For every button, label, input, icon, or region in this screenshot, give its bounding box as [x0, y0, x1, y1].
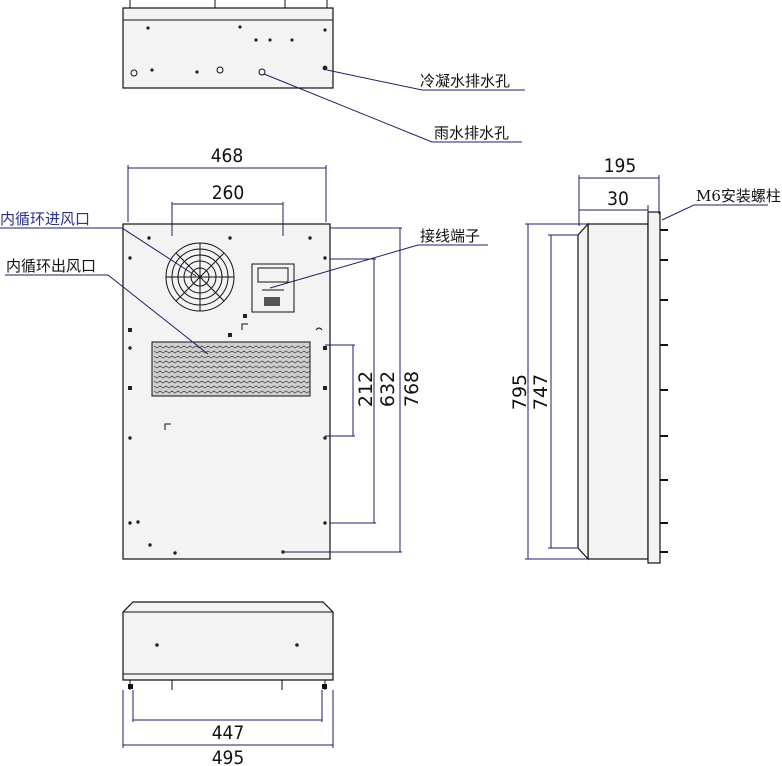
- dim-30: 30: [579, 188, 649, 214]
- callout-mount-stud: M6安装螺柱: [661, 187, 781, 221]
- dim-468-text: 468: [211, 145, 244, 167]
- rain-drain-label: 雨水排水孔: [434, 124, 509, 142]
- dim-632-text: 632: [377, 371, 399, 407]
- dim-195-text: 195: [604, 155, 637, 177]
- mount-stud-label: M6安装螺柱: [696, 187, 781, 205]
- bottom-view: [122, 601, 334, 690]
- terminal-label: 接线端子: [420, 227, 480, 245]
- rain-hole: [258, 68, 266, 76]
- dim-495: 495: [122, 690, 334, 766]
- dim-447-text: 447: [212, 722, 245, 744]
- dim-795-text: 795: [509, 374, 531, 410]
- terminal-box: [251, 263, 295, 313]
- callout-internal-outlet: 内循环出风口: [5, 257, 209, 355]
- dim-495-text: 495: [212, 747, 245, 766]
- top-view: [122, 0, 334, 89]
- dim-212-text: 212: [355, 371, 377, 407]
- dim-heights-front: 212 632 768: [283, 227, 423, 553]
- callout-terminal: 接线端子: [269, 227, 488, 289]
- callout-condensate-drain: 冷凝水排水孔: [326, 69, 525, 91]
- callout-internal-inlet: 内循环进风口: [0, 210, 197, 277]
- internal-outlet-label: 内循环出风口: [6, 257, 96, 275]
- side-view-body: [587, 223, 649, 560]
- side-view: [577, 211, 668, 564]
- dim-30-text: 30: [607, 188, 629, 210]
- top-view-body: [122, 7, 334, 89]
- condensate-hole: [322, 65, 328, 71]
- dim-260: 260: [171, 182, 284, 236]
- dim-747-text: 747: [530, 374, 552, 410]
- dim-260-text: 260: [212, 182, 245, 204]
- bottom-view-body: [122, 601, 334, 681]
- front-view: [122, 223, 331, 560]
- dim-side-heights: 795 747: [509, 223, 588, 560]
- callout-rain-drain: 雨水排水孔: [263, 73, 522, 143]
- dim-468: 468: [127, 145, 327, 222]
- internal-inlet-label: 内循环进风口: [0, 210, 90, 228]
- condensate-drain-label: 冷凝水排水孔: [420, 72, 510, 90]
- dim-195: 195: [578, 155, 660, 226]
- dim-447: 447: [132, 690, 323, 744]
- dim-768-text: 768: [401, 371, 423, 407]
